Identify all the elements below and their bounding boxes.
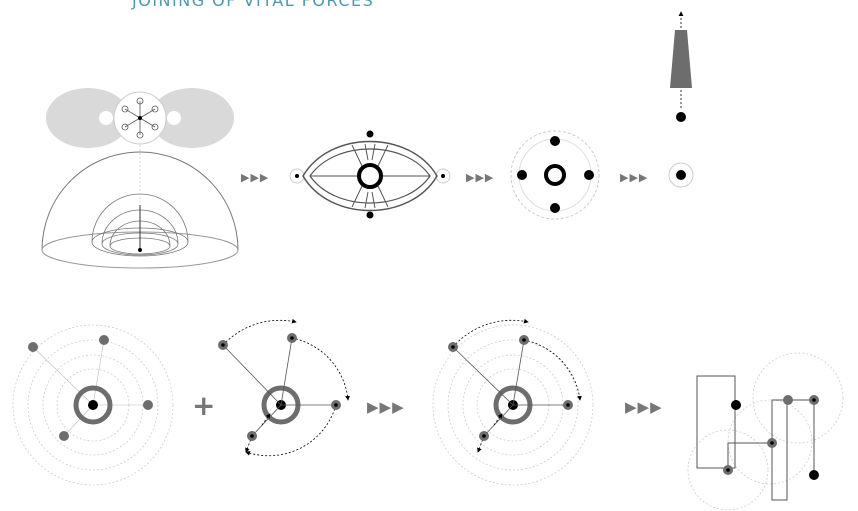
plus-sign: +	[192, 389, 215, 422]
left-lobe	[46, 88, 130, 148]
process-arrow-1: ▶▶▶	[241, 171, 269, 184]
process-arrow-4: ▶▶▶	[367, 398, 405, 416]
stage-single-point	[668, 11, 694, 188]
orbit-core-ring	[73, 385, 113, 425]
upward-column	[670, 30, 692, 88]
diagram-title: JOINING OF VITAL FORCES	[132, 0, 375, 10]
eye-outline	[302, 140, 438, 212]
process-arrow-5: ▶▶▶	[625, 398, 663, 416]
stage-layout	[687, 352, 844, 511]
core-ring	[544, 164, 566, 186]
process-arrow-2: ▶▶▶	[466, 171, 494, 184]
stage-orbits	[12, 324, 174, 486]
stage-combined	[432, 318, 594, 486]
process-arrow-3: ▶▶▶	[620, 171, 648, 184]
right-lobe	[150, 88, 234, 148]
stage-core-four	[510, 130, 600, 220]
hub-spokes	[121, 97, 159, 139]
stage-dome	[41, 88, 239, 269]
eye-core	[357, 163, 383, 189]
stage-eye	[289, 130, 451, 219]
dome-arc	[41, 151, 239, 251]
stage-vectors	[218, 318, 351, 457]
